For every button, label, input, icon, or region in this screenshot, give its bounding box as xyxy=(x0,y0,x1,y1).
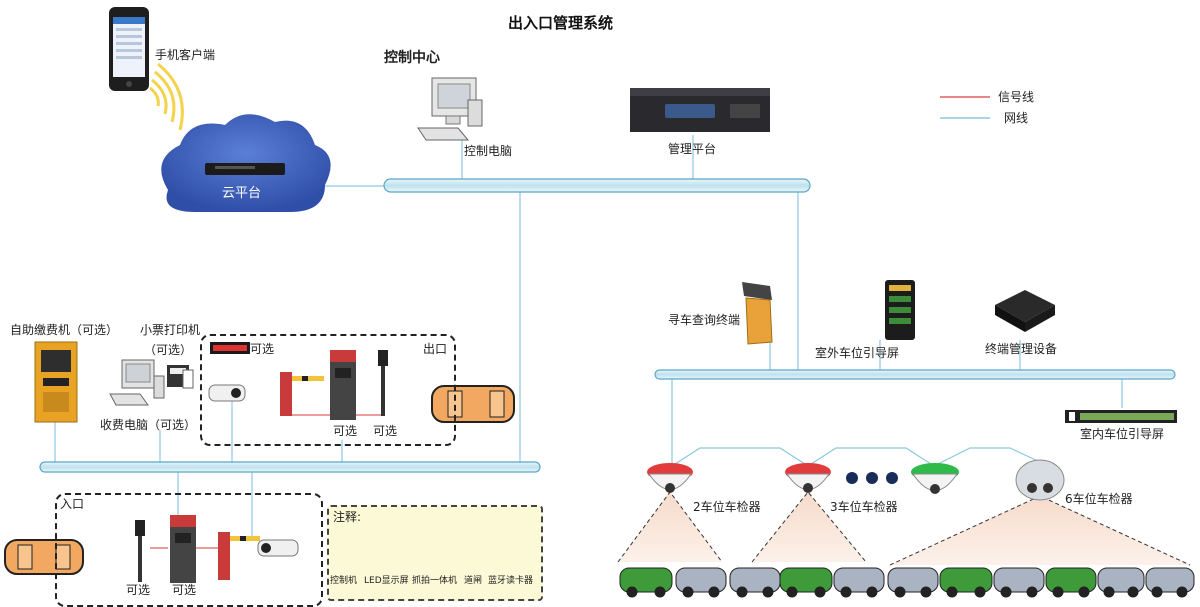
fee-pc-icon xyxy=(109,359,165,406)
kiosk-icon xyxy=(742,282,773,345)
more-dots-icon xyxy=(846,472,898,484)
server-icon xyxy=(630,88,770,132)
detector-2-label: 2车位车检器 xyxy=(693,500,761,514)
entry-camera-icon xyxy=(257,539,299,557)
indoor-screen-label: 室内车位引导屏 xyxy=(1080,427,1165,441)
indoor-screen-icon xyxy=(1065,410,1177,423)
cloud-platform-label: 云平台 xyxy=(222,186,262,201)
car-icon xyxy=(619,567,673,598)
entry-control-machine-icon xyxy=(170,515,196,583)
exit-led-display-icon xyxy=(210,342,250,354)
entry-barrier-gate-icon xyxy=(218,532,260,580)
management-platform-label: 管理平台 xyxy=(668,142,717,156)
control-pc-icon xyxy=(417,77,483,141)
detector-red-2-icon xyxy=(785,463,831,493)
exit-optional-1: 可选 xyxy=(333,424,358,438)
printer-label-line1: 小票打印机 xyxy=(140,323,201,337)
note-item-camera: 抓拍一体机 xyxy=(412,576,458,586)
terminal-device-icon xyxy=(995,290,1055,332)
exit-label: 出口 xyxy=(423,342,448,356)
printer-label-line2: （可选） xyxy=(144,343,193,357)
signal-lines xyxy=(150,414,382,549)
notes-title: 注释: xyxy=(333,510,362,524)
outdoor-screen-label: 室外车位引导屏 xyxy=(815,346,900,360)
outdoor-screen-icon xyxy=(885,280,915,340)
notes-box xyxy=(327,505,543,601)
note-item-card-reader: 蓝牙读卡器 xyxy=(488,576,534,586)
car-icon xyxy=(833,567,885,598)
legend-signal-label: 信号线 xyxy=(998,90,1035,104)
detector-6-icon xyxy=(1015,459,1065,501)
ticket-printer-icon xyxy=(167,365,194,389)
left-network-bus xyxy=(39,461,541,473)
entry-zone-box xyxy=(55,493,323,607)
car-icon xyxy=(1097,567,1145,598)
legend-network-label: 网线 xyxy=(1004,111,1029,125)
parked-cars xyxy=(619,567,1195,598)
car-icon xyxy=(887,567,939,598)
control-center-heading: 控制中心 xyxy=(384,50,440,66)
mobile-client-label: 手机客户端 xyxy=(155,48,216,62)
car-icon xyxy=(1045,567,1097,598)
detection-cones xyxy=(618,492,1190,565)
self-pay-machine-icon xyxy=(34,341,78,423)
exit-car-icon xyxy=(431,385,515,423)
detector-6-label: 6车位车检器 xyxy=(1065,492,1133,506)
note-item-barrier: 道闸 xyxy=(464,576,483,586)
entry-car-icon xyxy=(4,539,84,575)
entry-optional-2: 可选 xyxy=(172,583,197,597)
exit-display-optional: 可选 xyxy=(250,342,275,356)
right-network-bus xyxy=(654,369,1176,380)
exit-card-reader-icon xyxy=(378,350,388,416)
entry-card-reader-icon xyxy=(135,520,145,582)
wireless-signal-icon xyxy=(149,62,184,131)
car-icon xyxy=(939,567,993,598)
diagram-title: 出入口管理系统 xyxy=(508,14,614,32)
car-icon xyxy=(993,567,1045,598)
car-icon xyxy=(675,567,727,598)
car-icon xyxy=(1145,567,1195,598)
terminal-mgmt-label: 终端管理设备 xyxy=(985,342,1058,356)
car-icon xyxy=(779,567,833,598)
detector-3-label: 3车位车检器 xyxy=(830,500,898,514)
exit-control-machine-icon xyxy=(330,350,356,420)
cloud-icon xyxy=(161,114,331,212)
kiosk-label: 寻车查询终端 xyxy=(668,313,741,327)
detector-green-icon xyxy=(911,463,959,494)
control-pc-label: 控制电脑 xyxy=(464,144,513,158)
entry-optional-1: 可选 xyxy=(126,583,151,597)
exit-camera-icon xyxy=(208,384,246,402)
exit-barrier-gate-icon xyxy=(280,372,324,416)
mobile-phone-icon xyxy=(109,7,149,91)
note-item-led-screen: LED显示屏 xyxy=(364,576,409,586)
exit-optional-2: 可选 xyxy=(373,424,398,438)
car-icon xyxy=(729,567,781,598)
self-pay-label: 自助缴费机（可选） xyxy=(10,323,119,337)
detector-red-1-icon xyxy=(647,463,693,493)
exit-zone-box xyxy=(200,334,456,446)
note-item-control-machine: 控制机 xyxy=(330,576,358,586)
entry-label: 入口 xyxy=(60,497,85,511)
upper-network-bus xyxy=(383,178,811,193)
fee-pc-label: 收费电脑（可选） xyxy=(100,418,197,432)
